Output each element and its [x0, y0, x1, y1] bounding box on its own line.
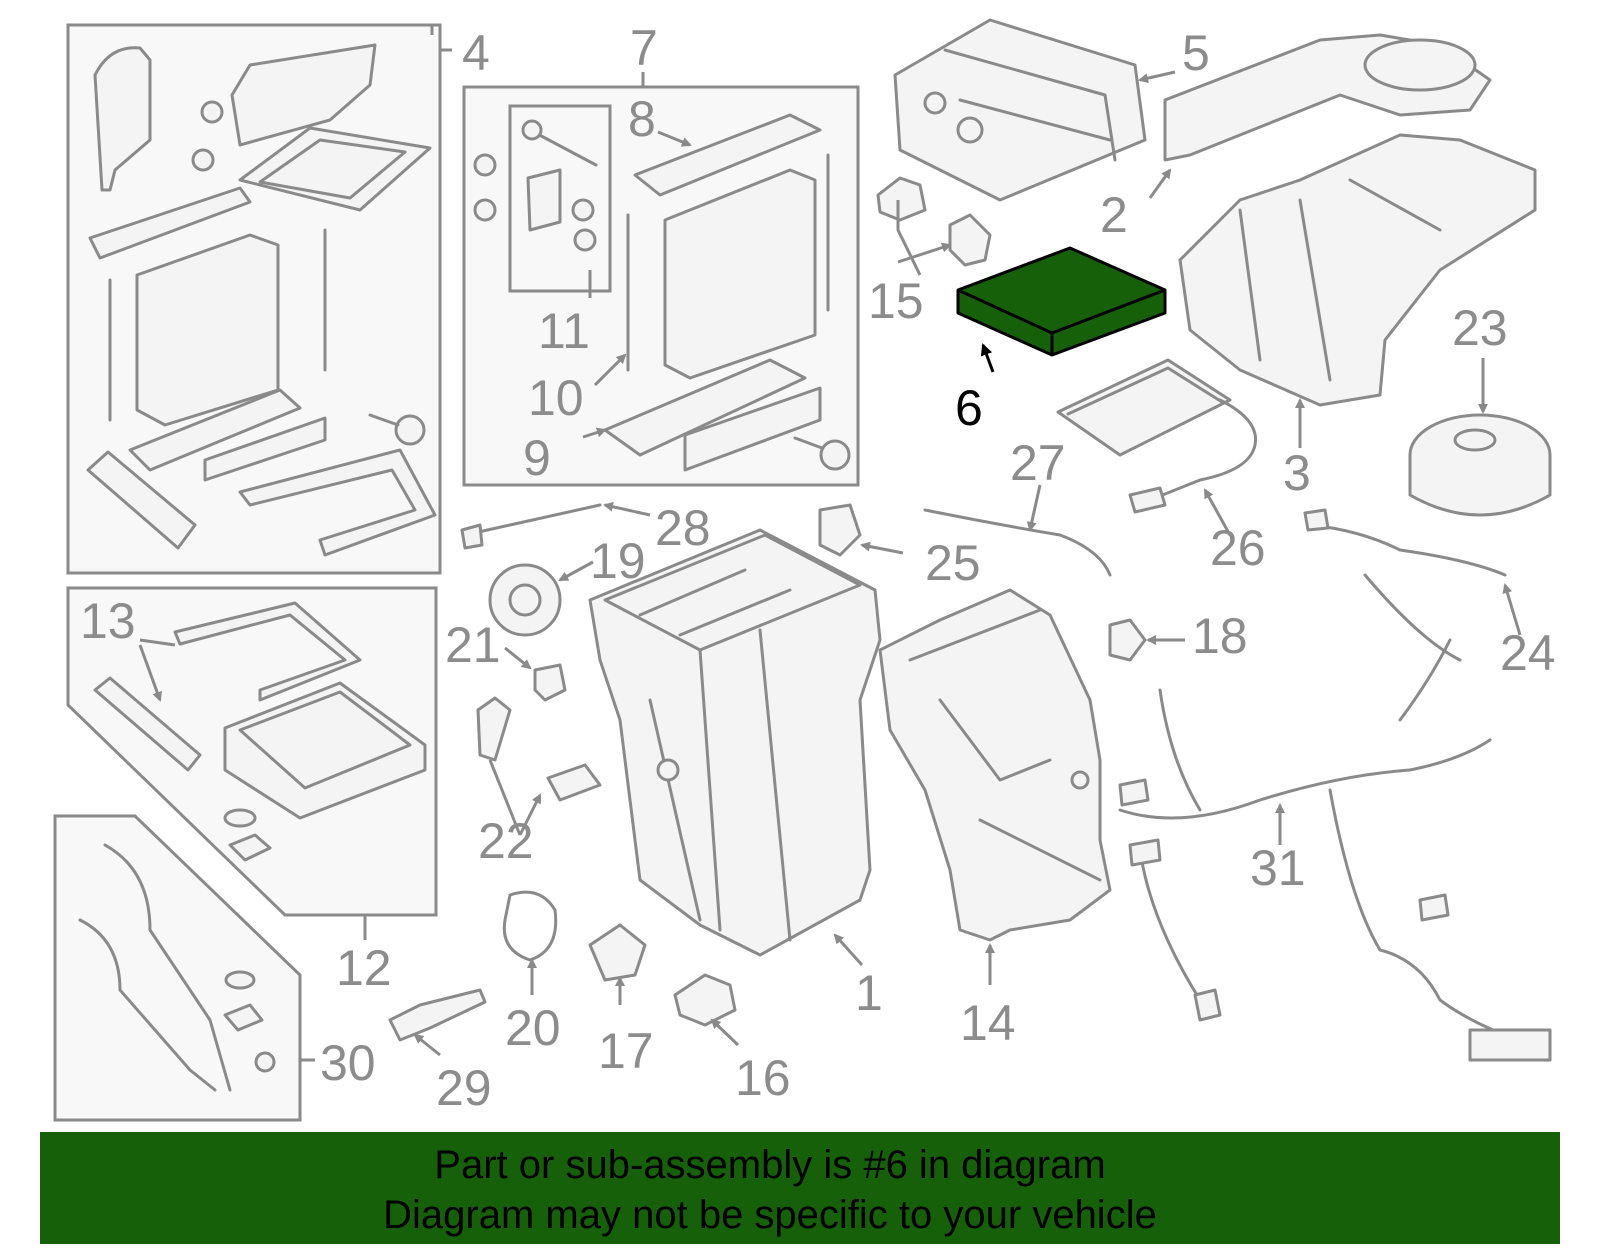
callout-1: 1: [855, 965, 883, 1021]
callout-3: 3: [1283, 445, 1311, 501]
callout-16: 16: [735, 1050, 791, 1106]
callout-5: 5: [1182, 25, 1210, 81]
group-7-box: [462, 72, 860, 487]
callout-7: 7: [630, 20, 658, 76]
part-1-hvac-case: [588, 528, 882, 957]
callout-28: 28: [655, 500, 711, 556]
callout-12: 12: [336, 940, 392, 996]
part-filter-lower: [1056, 358, 1258, 514]
group-12-box: [66, 586, 438, 940]
part-2-duct: [1163, 33, 1492, 162]
callout-18: 18: [1192, 608, 1248, 664]
callout-11: 11: [538, 303, 590, 359]
callout-27: 27: [1010, 435, 1066, 491]
callouts: 1 2 3 4 5 6 7 8 9 10 11 12 13 14 15 16 1…: [80, 20, 1556, 1116]
part-6-cabin-filter: [956, 246, 1167, 373]
callout-14: 14: [960, 995, 1016, 1051]
caption-line-1: Part or sub-assembly is #6 in diagram: [434, 1143, 1106, 1187]
callout-29: 29: [436, 1060, 492, 1116]
callout-31: 31: [1250, 840, 1306, 896]
callout-2: 2: [1100, 187, 1128, 243]
callout-24: 24: [1500, 625, 1556, 681]
callout-9: 9: [523, 430, 551, 486]
callout-15: 15: [868, 273, 924, 329]
callout-17: 17: [598, 1023, 654, 1079]
callout-13: 13: [80, 593, 136, 649]
callout-10: 10: [528, 370, 584, 426]
callout-23: 23: [1452, 300, 1508, 356]
callout-21: 21: [445, 617, 501, 673]
harness-31: [1118, 638, 1552, 1062]
callout-25: 25: [925, 535, 981, 591]
small-parts: [388, 503, 1147, 1042]
part-14-case-half: [878, 588, 1112, 942]
leader-lines: [138, 70, 1522, 1057]
wire-27: [923, 508, 1112, 577]
callout-30: 30: [320, 1035, 376, 1091]
callout-6: 6: [955, 380, 983, 436]
callout-22: 22: [478, 813, 534, 869]
callout-8: 8: [628, 91, 656, 147]
callout-26: 26: [1210, 520, 1266, 576]
group-4-box: [66, 23, 452, 575]
part-3-housing: [1178, 133, 1537, 407]
group-30-box: [53, 814, 315, 1122]
part-15-actuators: [876, 176, 992, 267]
harness-24: [1303, 508, 1507, 662]
callout-20: 20: [505, 1000, 561, 1056]
callout-19: 19: [590, 533, 646, 589]
part-23-blower: [1408, 413, 1552, 517]
callout-4: 4: [462, 25, 490, 81]
part-5-module: [893, 18, 1147, 202]
caption-line-2: Diagram may not be specific to your vehi…: [383, 1193, 1157, 1237]
caption-banner: Part or sub-assembly is #6 in diagram Di…: [40, 1132, 1560, 1244]
